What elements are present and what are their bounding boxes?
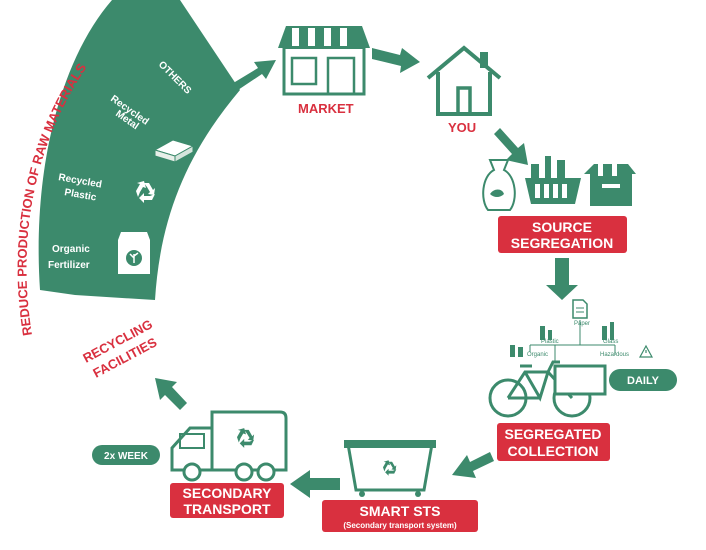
arrow-to-transport [290, 470, 340, 498]
bin-tag-paper: Paper [574, 321, 590, 327]
market-label: MARKET [298, 101, 354, 116]
daily-badge-label: DAILY [627, 375, 660, 387]
secondary-transport-box [170, 483, 284, 518]
file-icon [572, 299, 588, 319]
truck-icon [170, 410, 288, 482]
smart-sts-box [322, 500, 478, 532]
twice-week-badge [92, 445, 160, 465]
arrow-to-recycling [155, 378, 187, 410]
fertilizer-bag-icon [118, 232, 150, 274]
compost-bag-icon [482, 159, 516, 211]
arc-organic-fertilizer-label-1: Organic [52, 244, 90, 255]
bin-tag-organic: Organic [527, 352, 548, 358]
metal-bar-icon [153, 139, 195, 163]
smart-sts-sub-label: (Secondary transport system) [343, 521, 457, 530]
dumpster-icon [344, 440, 436, 497]
house-icon [426, 45, 502, 116]
raw-materials-arc [38, 0, 240, 300]
smart-sts-label: SMART STS [360, 503, 441, 519]
segregated-collection-label-1: SEGREGATED [505, 426, 602, 442]
bin-tag-glass: Glass [603, 339, 618, 345]
secondary-transport-label-1: SECONDARY [183, 485, 273, 501]
daily-badge [609, 369, 677, 391]
arrow-to-you [372, 48, 420, 73]
bin-tag-hazardous: Hazardous [600, 352, 629, 358]
box-icon [584, 162, 636, 206]
you-label: YOU [448, 120, 476, 135]
basket-icon [525, 156, 581, 204]
segregated-collection-box [497, 423, 610, 461]
source-segregation-box [498, 216, 627, 253]
cargo-bike-icon [488, 360, 607, 418]
segregated-bins-diagram [529, 320, 616, 362]
bottles-icon [510, 322, 614, 357]
twice-week-badge-label: 2x WEEK [104, 451, 149, 462]
bin-tag-plastic: Plastic [541, 339, 559, 345]
arrow-to-sts [452, 452, 494, 478]
shop-icon [278, 26, 370, 96]
arrow-to-source [494, 128, 528, 165]
secondary-transport-label-2: TRANSPORT [183, 501, 271, 517]
arc-organic-fertilizer-label-2: Fertilizer [48, 260, 90, 271]
flow-arrows [155, 48, 578, 498]
segregated-collection-label-2: COLLECTION [508, 443, 599, 459]
arrow-to-collection [546, 258, 578, 300]
warning-icon [638, 344, 654, 358]
source-segregation-label-2: SEGREGATION [511, 235, 613, 251]
arrow-to-market [230, 60, 276, 92]
source-segregation-label-1: SOURCE [532, 219, 592, 235]
